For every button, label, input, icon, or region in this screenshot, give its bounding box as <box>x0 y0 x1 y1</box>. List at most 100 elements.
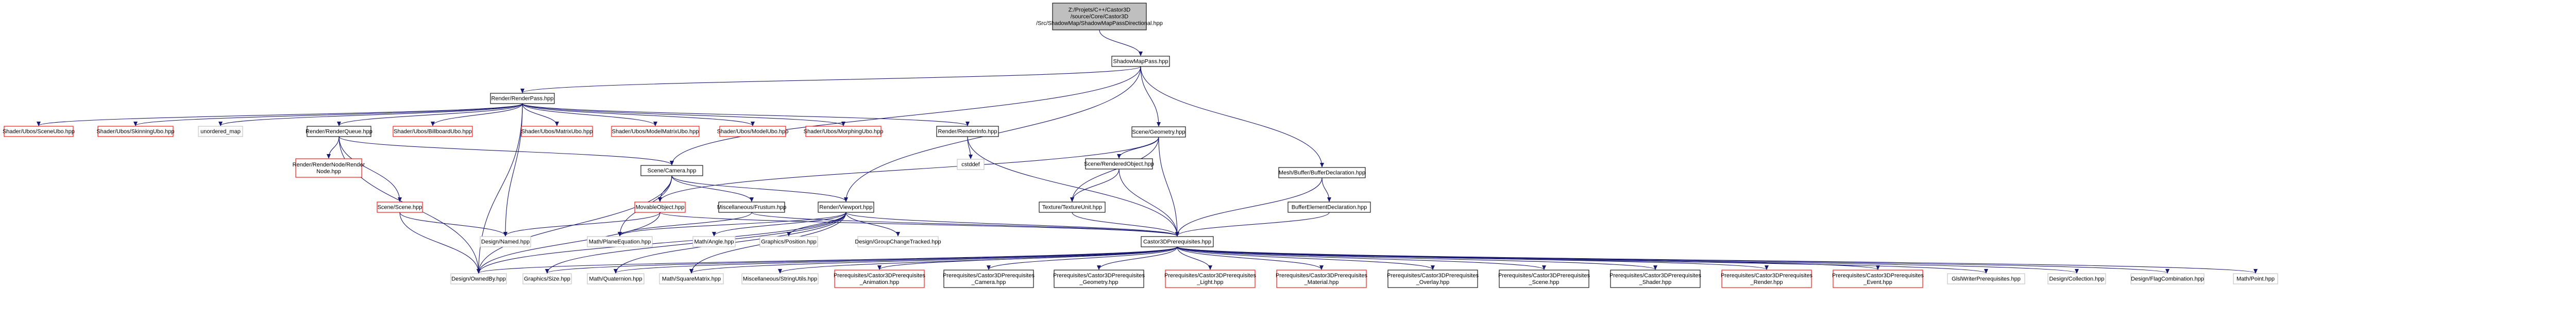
edge-c3p-to-psh <box>1177 246 1657 270</box>
node-mo[interactable]: MovableObject.hpp <box>634 202 686 213</box>
edge-scam-to-mfr <box>671 175 754 202</box>
node-box <box>1276 270 1367 288</box>
node-ubb[interactable]: Shader/Ubos/BillboardUbo.hpp <box>393 126 473 137</box>
node-box <box>857 236 939 247</box>
node-label: Node.hpp <box>316 169 341 175</box>
node-pov[interactable]: Prerequisites/Castor3DPrerequisites_Over… <box>1387 270 1479 288</box>
node-sg[interactable]: Scene/Geometry.hpp <box>1131 126 1186 138</box>
node-gsz: Graphics/Size.hpp <box>522 273 572 284</box>
node-label: Design/Named.hpp <box>481 239 530 245</box>
node-sro[interactable]: Scene/RenderedObject.hpp <box>1084 158 1154 170</box>
edge-ttu-to-c3p <box>1072 212 1179 237</box>
node-ubmo[interactable]: Shader/Ubos/ModelUbo.hpp <box>717 126 789 137</box>
edge-c3p-to-dob <box>477 246 1178 274</box>
edge-smp-to-sg <box>1140 66 1161 127</box>
node-label: Prerequisites/Castor3DPrerequisites <box>1053 273 1145 279</box>
node-box <box>659 273 724 284</box>
edge-sg-to-c3p <box>1158 137 1179 237</box>
node-label: Prerequisites/Castor3DPrerequisites <box>1832 273 1924 279</box>
node-rrp[interactable]: Render/RenderPass.hpp <box>490 93 555 104</box>
node-box <box>719 126 786 137</box>
node-box <box>957 159 985 170</box>
edge-ssc-to-dnm <box>399 212 507 237</box>
node-box <box>1610 270 1701 288</box>
node-umap: unordered_map <box>198 126 243 137</box>
node-ubs[interactable]: Shader/Ubos/SceneUbo.hpp <box>3 126 75 137</box>
node-box <box>377 202 423 213</box>
node-label: ShadowMapPass.hpp <box>1113 59 1168 65</box>
node-c3p[interactable]: Castor3DPrerequisites.hpp <box>1141 236 1214 247</box>
node-pli[interactable]: Prerequisites/Castor3DPrerequisites_Ligh… <box>1164 270 1256 288</box>
node-psc[interactable]: Prerequisites/Castor3DPrerequisites_Scen… <box>1498 270 1590 288</box>
node-rrq[interactable]: Render/RenderQueue.hpp <box>306 126 372 137</box>
node-box <box>97 126 174 137</box>
edges-layer <box>37 29 2258 274</box>
edge-c3p-to-msq <box>689 246 1178 274</box>
node-label: Render/RenderPass.hpp <box>491 96 553 102</box>
node-mbbd[interactable]: Mesh/Buffer/BufferDeclaration.hpp <box>1278 167 1366 178</box>
node-box <box>1721 270 1812 288</box>
node-bed[interactable]: BufferElementDeclaration.hpp <box>1287 202 1371 213</box>
edge-rvp-to-dgc <box>845 212 900 237</box>
edge-rrp-to-ubmm <box>522 103 657 126</box>
node-ubmm[interactable]: Shader/Ubos/ModelMatrixUbo.hpp <box>611 126 700 137</box>
edge-c3p-to-gsz <box>545 246 1178 274</box>
node-pma[interactable]: Prerequisites/Castor3DPrerequisites_Mate… <box>1276 270 1367 288</box>
node-label: _Scene.hpp <box>1529 279 1560 286</box>
edge-scam-to-mo <box>658 175 672 202</box>
node-box <box>393 126 473 137</box>
node-rvp[interactable]: Render/Viewport.hpp <box>818 202 874 213</box>
node-dco: Design/Collection.hpp <box>2047 273 2106 284</box>
node-label: _Shader.hpp <box>1639 279 1671 286</box>
node-ttu[interactable]: Texture/TextureUnit.hpp <box>1039 202 1106 213</box>
edge-rrq-to-ssc <box>338 136 402 202</box>
node-label: Scene/Geometry.hpp <box>1132 129 1185 136</box>
node-pge[interactable]: Prerequisites/Castor3DPrerequisites_Geom… <box>1053 270 1145 288</box>
node-pan[interactable]: Prerequisites/Castor3DPrerequisites_Anim… <box>834 270 925 288</box>
node-label: Scene/Camera.hpp <box>648 168 697 174</box>
edge-smp-to-mbbd <box>1140 66 1324 167</box>
node-pev[interactable]: Prerequisites/Castor3DPrerequisites_Even… <box>1832 270 1924 288</box>
node-dfc: Design/FlagCombination.hpp <box>2130 273 2205 284</box>
node-smp[interactable]: ShadowMapPass.hpp <box>1111 56 1170 67</box>
node-psh[interactable]: Prerequisites/Castor3DPrerequisites_Shad… <box>1609 270 1701 288</box>
node-csd: cstddef <box>957 159 985 170</box>
nodes-layer: Z:/Projets/C++/Castor3D/source/Core/Cast… <box>3 3 2278 288</box>
edge-smp-to-rrp <box>520 66 1141 93</box>
node-label: Graphics/Size.hpp <box>524 276 570 282</box>
node-ubm[interactable]: Shader/Ubos/MatrixUbo.hpp <box>521 126 593 137</box>
edge-rrp-to-ubmo <box>522 103 755 126</box>
edge-c3p-to-pli <box>1177 246 1212 270</box>
node-gpo: Graphics/Position.hpp <box>759 236 818 247</box>
node-ssc[interactable]: Scene/Scene.hpp <box>377 202 423 213</box>
node-label: Math/Angle.hpp <box>694 239 734 245</box>
node-pca[interactable]: Prerequisites/Castor3DPrerequisites_Came… <box>943 270 1035 288</box>
node-box <box>943 270 1034 288</box>
node-scam[interactable]: Scene/Camera.hpp <box>640 165 703 176</box>
node-label: BufferElementDeclaration.hpp <box>1292 205 1367 211</box>
node-label: _Material.hpp <box>1304 279 1339 286</box>
node-root[interactable]: Z:/Projets/C++/Castor3D/source/Core/Cast… <box>1036 3 1163 30</box>
node-box <box>480 236 531 247</box>
node-mfr[interactable]: Miscellaneous/Frustum.hpp <box>717 202 787 213</box>
node-msu: Miscellaneous/StringUtils.hpp <box>741 273 819 284</box>
node-label: Math/Quaternion.hpp <box>589 276 642 282</box>
node-label: Shader/Ubos/ModelMatrixUbo.hpp <box>612 129 699 135</box>
edge-rvp-to-dob <box>477 212 846 274</box>
edge-rrp-to-ubmp <box>522 103 845 126</box>
node-label: Shader/Ubos/ModelUbo.hpp <box>717 129 789 135</box>
node-box <box>834 270 925 288</box>
node-box <box>587 236 653 247</box>
node-label: Shader/Ubos/MorphingUbo.hpp <box>804 129 884 135</box>
node-label: Design/Collection.hpp <box>2049 276 2104 282</box>
node-rri[interactable]: Render/RenderInfo.hpp <box>936 126 999 137</box>
node-rrnr[interactable]: Render/RenderNode/RenderNode.hpp <box>293 158 365 178</box>
node-ubmp[interactable]: Shader/Ubos/MorphingUbo.hpp <box>804 126 884 137</box>
node-box <box>1165 270 1256 288</box>
edge-ssc-to-dob <box>399 212 481 274</box>
node-pre[interactable]: Prerequisites/Castor3DPrerequisites_Rend… <box>1721 270 1812 288</box>
node-mpe: Math/PlaneEquation.hpp <box>587 236 653 247</box>
node-ubk[interactable]: Shader/Ubos/SkinningUbo.hpp <box>96 126 175 137</box>
node-label: Render/RenderQueue.hpp <box>306 129 372 135</box>
edge-rrp-to-umap <box>218 103 523 126</box>
